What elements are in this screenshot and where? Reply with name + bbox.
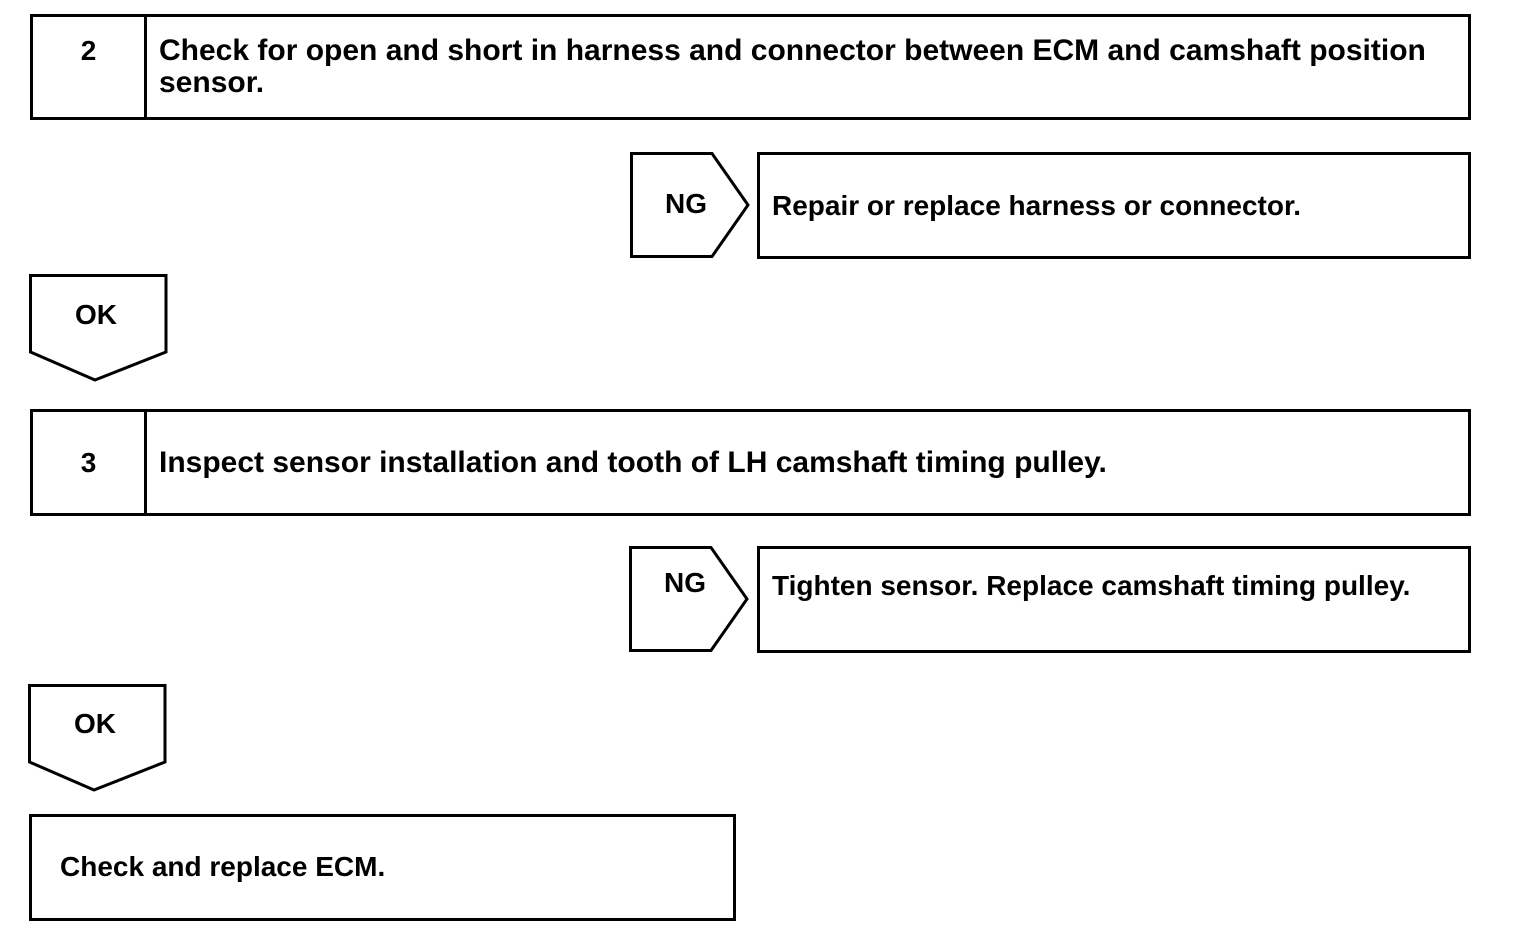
step-2-number: 2 [33, 17, 147, 117]
step-3-number: 3 [33, 412, 147, 513]
step-3-title: Inspect sensor installation and tooth of… [159, 446, 1107, 479]
ng-action-text-1: Repair or replace harness or connector. [772, 190, 1302, 221]
ng-action-text-2: Tighten sensor. Replace camshaft timing … [772, 570, 1411, 601]
step-3-box: 3 Inspect sensor installation and tooth … [30, 409, 1471, 516]
ng-label-2: NG [664, 567, 706, 598]
ok-label-1: OK [75, 299, 117, 330]
ok-arrow-tag-2 [28, 684, 167, 792]
ng-action-box-2: Tighten sensor. Replace camshaft timing … [757, 546, 1471, 653]
step-2-title: Check for open and short in harness and … [159, 34, 1426, 99]
ng-label-1: NG [665, 188, 707, 219]
step-2-box: 2 Check for open and short in harness an… [30, 14, 1471, 120]
final-action-text: Check and replace ECM. [60, 851, 386, 882]
ng-arrow-tag-2 [629, 546, 749, 652]
ng-action-box-1: Repair or replace harness or connector. [757, 152, 1471, 259]
ok-label-2: OK [74, 708, 116, 739]
ng-arrow-tag-1 [630, 152, 750, 258]
final-action-box: Check and replace ECM. [29, 814, 736, 921]
ok-arrow-tag-1 [29, 274, 168, 382]
